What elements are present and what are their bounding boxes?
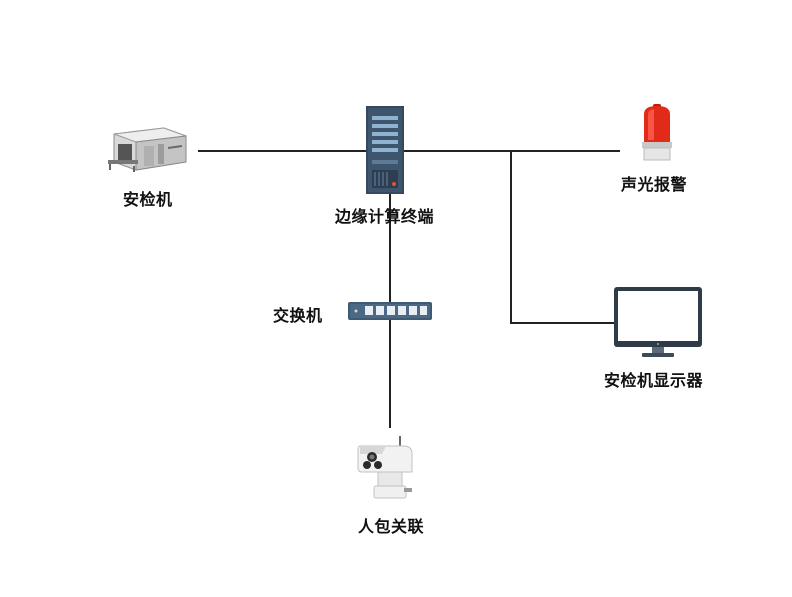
scanner-label: 安检机: [123, 190, 173, 209]
server-icon: [366, 106, 404, 198]
alarm-light-icon: [640, 104, 674, 168]
camera-label: 人包关联: [358, 517, 425, 536]
camera-icon: [356, 434, 418, 506]
line-edge-monitor: [510, 151, 615, 324]
monitor-icon: [614, 287, 702, 363]
switch-label: 交换机: [273, 306, 323, 325]
network-switch-icon: [348, 302, 432, 324]
edge-terminal-label: 边缘计算终端: [335, 207, 435, 226]
monitor-label: 安检机显示器: [604, 371, 704, 390]
xray-scanner-icon: [106, 124, 192, 178]
alarm-label: 声光报警: [621, 175, 688, 194]
